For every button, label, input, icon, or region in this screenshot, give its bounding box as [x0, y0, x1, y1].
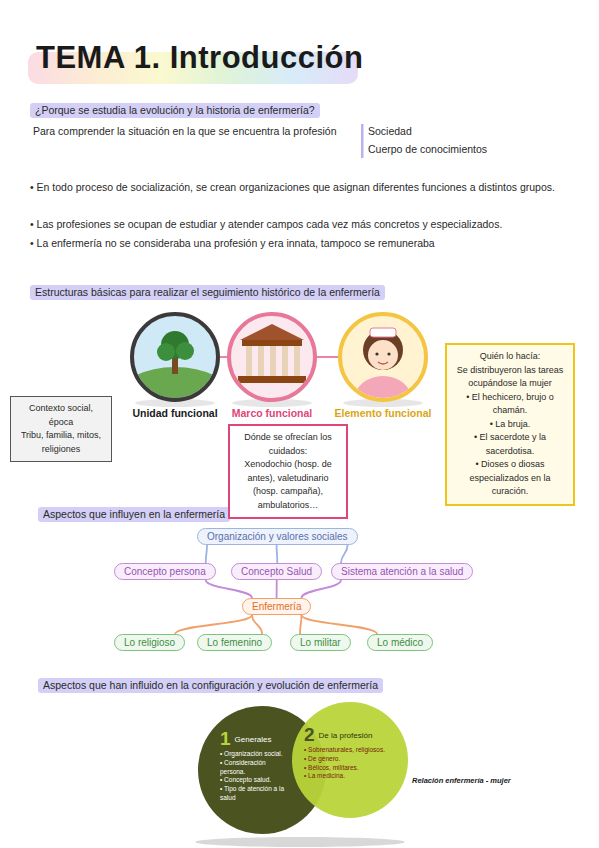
bullet-text: • Las profesiones se ocupan de estudiar …: [30, 217, 575, 232]
list-item: • De género.: [304, 755, 388, 764]
list-item: • Bélicos, militares.: [304, 764, 388, 773]
mindmap-node: Concepto Salud: [231, 563, 322, 580]
nurse-circle: Elemento funcional: [338, 312, 428, 402]
box-text: • El sacerdote y la sacerdotisa.: [453, 431, 567, 458]
list-item: • Organización social.: [220, 750, 286, 759]
mindmap-node: Organización y valores sociales: [197, 528, 358, 545]
handwritten-note: Relación enfermería - mujer: [412, 776, 542, 785]
box-text: • Dioses o diosas especializados en la c…: [453, 458, 567, 499]
note-text: Para comprender la situación en la que s…: [33, 124, 359, 139]
page-title: TEMA 1. Introducción: [36, 40, 363, 76]
node-label: Sistema atención a la salud: [341, 566, 463, 577]
landscape-circle: Unidad funcional: [130, 312, 220, 402]
circle-heading: Generales: [235, 735, 272, 744]
bullet-text: • En todo proceso de socialización, se c…: [30, 180, 575, 195]
box-text: Xenodochio (hosp. de antes), valetudinar…: [236, 458, 340, 512]
box-text: • La bruja.: [453, 418, 567, 432]
connector: [175, 615, 252, 634]
connector: [301, 580, 341, 598]
circle-caption: Marco funcional: [212, 407, 332, 419]
box-heading: Quién lo hacía:: [453, 350, 567, 364]
section-heading: Aspectos que influyen en la enfermería: [38, 507, 230, 522]
box-text: • El hechicero, brujo o chamán.: [453, 391, 567, 418]
mindmap-center: Enfermería: [242, 598, 311, 615]
callout-box: Quién lo hacía:Se distribuyeron las tare…: [445, 343, 575, 506]
list-item: • La medicina.: [304, 772, 388, 781]
node-label: Lo médico: [377, 637, 423, 648]
circle-caption: Elemento funcional: [323, 407, 443, 419]
mindmap-leaf: Lo religioso: [114, 634, 185, 651]
landscape-icon: [120, 312, 230, 423]
circle-number: 2: [304, 724, 315, 746]
box-text: Tribu, familia, mitos, religiones: [17, 429, 105, 456]
mindmap-leaf: Lo femenino: [197, 634, 272, 651]
callout-box: Dónde se ofrecían los cuidados:Xenodochi…: [228, 424, 348, 519]
mindmap-leaf: Lo médico: [367, 634, 433, 651]
connector: [276, 545, 279, 563]
mindmap-node: Sistema atención a la salud: [331, 563, 473, 580]
venn-circles: [195, 702, 408, 847]
node-label: Lo militar: [300, 637, 341, 648]
box-heading: Contexto social, época: [17, 402, 105, 429]
node-label: Lo femenino: [207, 637, 262, 648]
circle-heading: De la profesión: [319, 731, 373, 740]
connector: [276, 580, 278, 598]
section-heading: Aspectos que han influido en la configur…: [38, 678, 383, 693]
node-label: Concepto persona: [124, 566, 206, 577]
list-item: • Consideración persona.: [220, 759, 286, 777]
mindmap-leaf: Lo militar: [290, 634, 351, 651]
connector: [252, 615, 262, 634]
list-item: • Sobrenaturales, religiosos.: [304, 746, 388, 755]
temple-circle: Marco funcional: [227, 312, 317, 402]
node-label: Organización y valores sociales: [207, 531, 348, 542]
list-item: • Concepto salud.: [220, 776, 286, 785]
nurse-icon: [338, 312, 428, 420]
venn-circle: 2 De la profesión • Sobrenaturales, religi…: [292, 702, 408, 818]
connector: [206, 580, 252, 598]
circle-caption: Unidad funcional: [115, 407, 235, 419]
callout-box: Contexto social, épocaTribu, familia, mi…: [10, 396, 112, 462]
node-label: Concepto Salud: [241, 566, 312, 577]
bracket-item: Sociedad: [368, 124, 412, 139]
connector: [206, 545, 207, 563]
mindmap-node: Concepto persona: [114, 563, 216, 580]
bracket-bar: [361, 124, 364, 158]
section-heading: Estructuras básicas para realizar el seg…: [30, 285, 385, 300]
connector: [341, 545, 348, 563]
connector: [300, 615, 301, 634]
node-label: Lo religioso: [124, 637, 175, 648]
circle-number: 1: [220, 728, 231, 750]
connector: [301, 615, 377, 634]
temple-icon: [227, 312, 317, 407]
box-text: Se distribuyeron las tareas ocupándose l…: [453, 364, 567, 391]
list-item: • Tipo de atención a la salud: [220, 785, 286, 803]
connector: [220, 356, 227, 358]
connector: [317, 356, 338, 358]
section-heading: ¿Porque se estudia la evolución y la his…: [30, 103, 320, 118]
box-heading: Dónde se ofrecían los cuidados:: [236, 431, 340, 458]
node-label: Enfermería: [252, 601, 301, 612]
bracket-item: Cuerpo de conocimientos: [368, 142, 487, 157]
bullet-text: • La enfermería no se consideraba una pr…: [30, 236, 575, 251]
